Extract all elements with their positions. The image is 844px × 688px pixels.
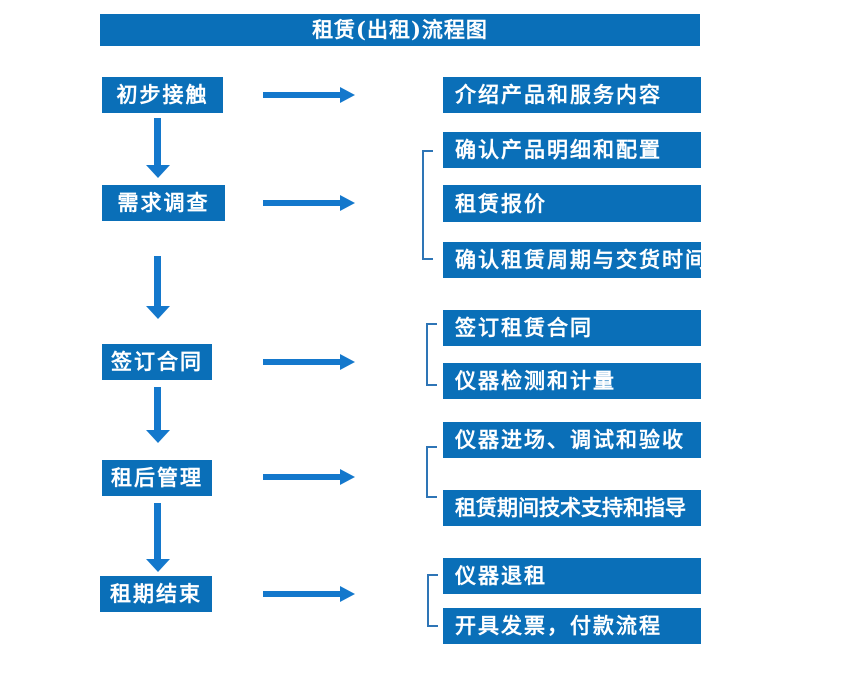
detail-box-introduce-products: 介绍产品和服务内容 (443, 77, 701, 113)
bracket-rental-end-group (427, 574, 438, 627)
arrow-right-3-icon (263, 354, 355, 370)
detail-box-sign-rental-contract: 签订租赁合同 (443, 310, 701, 346)
step-box-post-rental-management: 租后管理 (102, 460, 212, 496)
bracket-post-rental-group (426, 446, 437, 498)
step-box-demand-survey: 需求调查 (102, 185, 225, 221)
step-box-rental-end: 租期结束 (100, 576, 212, 612)
detail-box-confirm-product-config: 确认产品明细和配置 (443, 132, 701, 168)
bracket-demand-survey-group (422, 150, 433, 260)
arrow-right-2-icon (263, 195, 355, 211)
detail-box-instrument-entry-acceptance: 仪器进场、调试和验收 (443, 422, 701, 458)
arrow-down-1-icon (145, 118, 170, 178)
arrow-down-3-icon (145, 387, 170, 443)
arrow-down-4-icon (145, 503, 170, 572)
detail-box-invoice-payment: 开具发票，付款流程 (443, 608, 701, 644)
detail-box-instrument-return: 仪器退租 (443, 558, 701, 594)
arrow-right-5-icon (263, 586, 355, 602)
step-box-initial-contact: 初步接触 (102, 77, 223, 113)
detail-box-technical-support: 租赁期间技术支持和指导 (443, 490, 701, 526)
arrow-down-2-icon (145, 256, 170, 319)
flowchart-title: 租赁(出租)流程图 (100, 14, 700, 46)
detail-box-confirm-period-delivery: 确认租赁周期与交货时间 (443, 242, 706, 278)
step-box-sign-contract: 签订合同 (102, 344, 212, 380)
detail-box-instrument-testing: 仪器检测和计量 (443, 363, 701, 399)
arrow-right-1-icon (263, 87, 355, 103)
arrow-right-4-icon (263, 469, 355, 485)
detail-box-rental-quotation: 租赁报价 (443, 185, 701, 222)
bracket-sign-contract-group (426, 323, 437, 386)
